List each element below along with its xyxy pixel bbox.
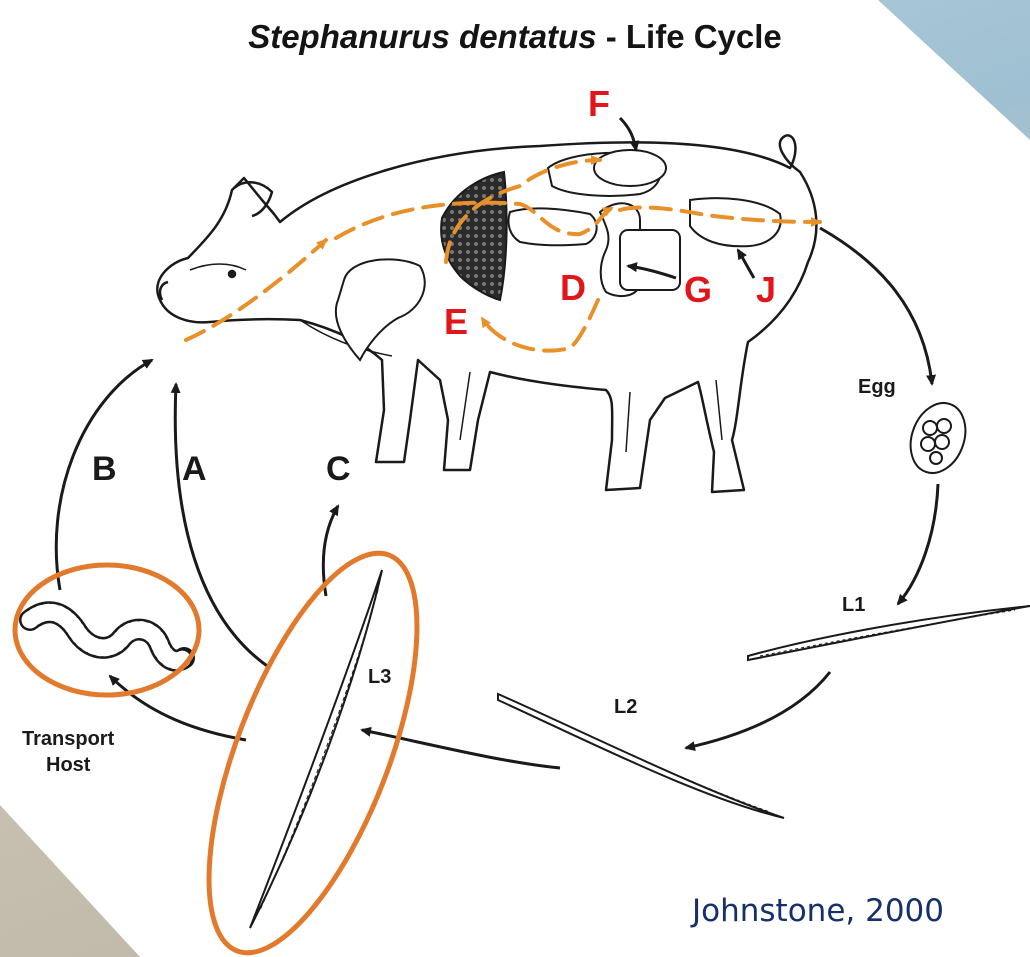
label-J: J: [756, 272, 776, 308]
arrow-A: [175, 384, 270, 668]
label-D: D: [560, 270, 586, 306]
larva-L1: [748, 606, 1030, 660]
lung-organ: [441, 172, 507, 300]
arrow-J: [738, 250, 754, 278]
pig-organs: [336, 150, 781, 360]
transport-host-worm: [30, 612, 184, 660]
label-B: B: [92, 452, 117, 486]
pig-snout: [160, 282, 168, 300]
rectum-organ: [690, 198, 781, 246]
pig-eye: [229, 271, 235, 277]
label-L3: L3: [368, 666, 391, 688]
citation: Johnstone, 2000: [692, 893, 944, 929]
arrow-L1-to-L2: [686, 672, 830, 748]
egg-illustration: [901, 395, 974, 480]
label-host: Host: [46, 754, 90, 776]
arrow-to-egg: [820, 228, 932, 384]
diagram-title: Stephanurus dentatus - Life Cycle: [0, 18, 1030, 56]
label-L2: L2: [614, 696, 637, 718]
arrow-L3-to-host: [110, 676, 246, 740]
label-C: C: [326, 452, 351, 486]
label-L1: L1: [842, 594, 865, 616]
larva-L2: [498, 694, 784, 818]
label-G: G: [684, 272, 712, 308]
title-genus: Stephanurus dentatus: [248, 18, 596, 55]
kidney-organ: [594, 150, 666, 186]
label-E: E: [444, 304, 468, 340]
heart-organ: [336, 259, 425, 360]
title-rest: - Life Cycle: [597, 18, 782, 55]
arrow-egg-to-L1: [898, 484, 938, 604]
label-egg: Egg: [858, 376, 896, 398]
label-transport: Transport: [22, 728, 114, 750]
highlight-transport-host: [15, 565, 199, 695]
bladder-organ: [620, 230, 680, 290]
label-A: A: [182, 452, 207, 486]
arrow-F: [620, 118, 636, 150]
label-F: F: [588, 86, 610, 122]
larva-L3: [250, 570, 382, 928]
